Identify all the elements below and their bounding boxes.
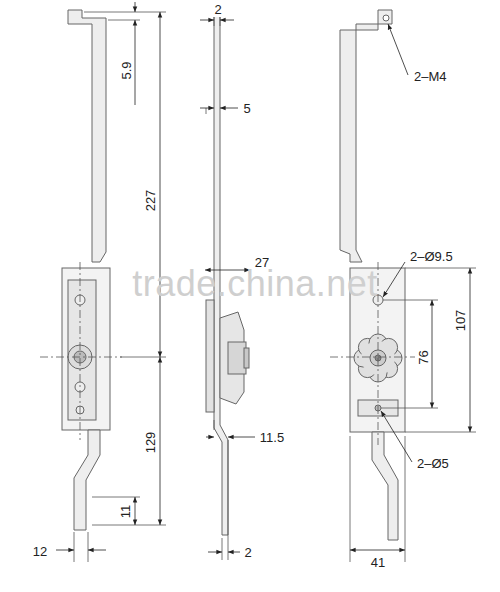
callout-label: 2–Ø5	[415, 456, 451, 471]
dimension: 76	[416, 348, 431, 366]
dimension: 5.9	[118, 59, 133, 81]
dimension: 227	[143, 187, 158, 213]
callout-label: 2–Ø9.5	[408, 249, 455, 264]
watermark: trade.china.net	[130, 265, 380, 303]
callout-label: 2–M4	[412, 69, 449, 84]
dimension: 11	[119, 502, 134, 520]
dimension: 12	[31, 544, 49, 559]
dimension: 11.5	[258, 430, 286, 445]
dimension: 2	[212, 2, 223, 17]
dimension: 129	[143, 429, 158, 455]
dimension: 5	[241, 101, 252, 116]
dimension: 41	[369, 555, 387, 570]
dimension: 2	[242, 545, 253, 560]
dimension: 107	[453, 307, 468, 333]
